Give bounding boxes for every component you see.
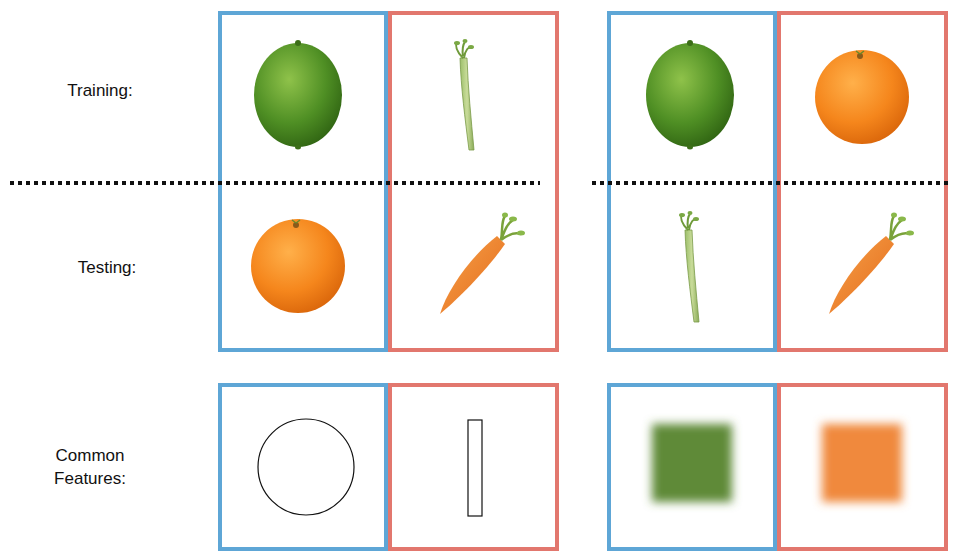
dotted-line <box>592 181 948 185</box>
row-label: Training: <box>30 79 170 102</box>
red-frame <box>779 385 946 549</box>
blue-frame <box>609 385 775 549</box>
orange-picture <box>815 50 909 144</box>
red-frame <box>390 385 557 549</box>
row-label: Common Features: <box>40 444 140 490</box>
long-shape <box>468 420 482 516</box>
column-frames <box>220 13 946 549</box>
orange-color-patch <box>822 424 902 502</box>
round-shape <box>258 419 354 515</box>
carrot-picture <box>440 213 525 315</box>
orange-picture <box>251 219 345 313</box>
lime-picture <box>646 40 734 150</box>
dotted-line <box>10 181 540 185</box>
row-label: Testing: <box>37 256 177 279</box>
celery-picture <box>679 211 699 322</box>
carrot-picture <box>829 213 914 315</box>
celery-picture <box>454 39 474 150</box>
dotted-separator <box>10 181 948 185</box>
lime-picture <box>254 40 342 150</box>
blue-frame <box>220 385 386 549</box>
green-color-patch <box>652 424 732 502</box>
